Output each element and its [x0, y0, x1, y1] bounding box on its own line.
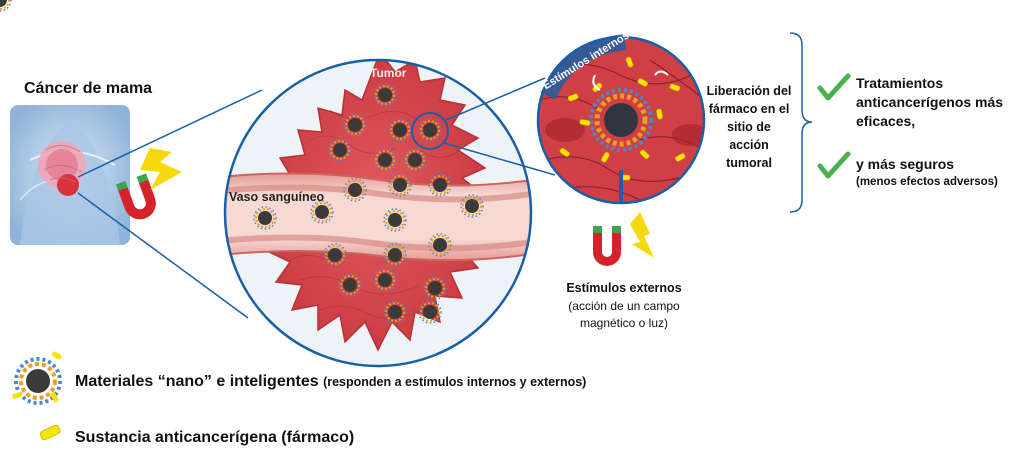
nanoparticle-icon [12, 351, 62, 405]
benefit-2-detail: (menos efectos adversos) [856, 176, 998, 188]
vaso-sanguineo-label: Vaso sanguíneo [229, 190, 325, 204]
liberacion-label: Liberación del fármaco en el sitio de ac… [706, 84, 792, 170]
lightning-icon [140, 148, 182, 190]
magnet-icon [593, 226, 621, 266]
zoom-target-circle [411, 112, 449, 150]
benefit-2: y más seguros [856, 156, 955, 172]
legend-drug: Sustancia anticancerígena (fármaco) [75, 429, 355, 446]
benefits-bracket [789, 32, 813, 213]
legend-nano-detail: (responden a estímulos internos y extern… [323, 375, 587, 389]
legend-nano: Materiales “nano” e inteligentes (respon… [75, 373, 586, 391]
breast-body-icon [10, 105, 130, 245]
nanoparticle-group [0, 0, 484, 324]
legend-nano-title: Materiales “nano” e inteligentes [75, 373, 319, 390]
drug-capsule-icon [39, 424, 61, 441]
benefit-1: Tratamientos anticancerígenos más eficac… [856, 75, 1004, 129]
tumor-label: Tumor [370, 66, 407, 80]
estimulos-externos-label: Estímulos externos [566, 281, 682, 295]
checkmark-icon [817, 151, 851, 179]
big-zoom-circle [223, 58, 533, 368]
cancer-de-mama-label: Cáncer de mama [24, 80, 153, 97]
magnet-icon [115, 173, 156, 220]
lightning-icon [630, 212, 654, 258]
checkmark-icon [817, 73, 851, 101]
estimulos-externos-detail: (acción de un campo magnético o luz) [568, 299, 680, 330]
